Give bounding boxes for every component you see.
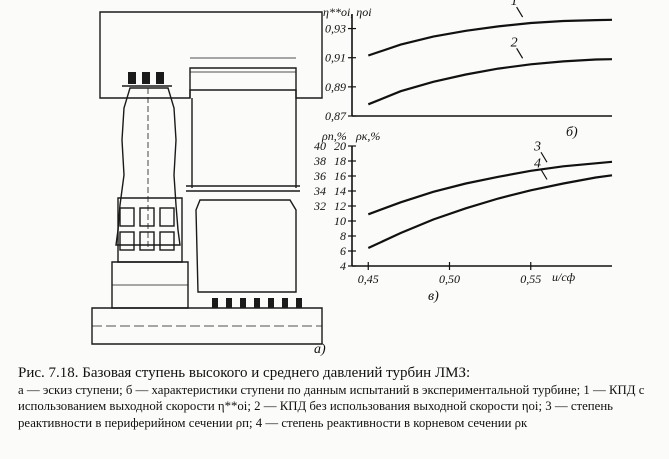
shroud-seal — [122, 72, 172, 87]
y-tick-label: 0,93 — [325, 22, 346, 36]
stage-sketch: а) — [91, 11, 326, 357]
y-axis-label: η**oi, ηoi — [323, 5, 372, 19]
y-tick-label-right: 14 — [334, 184, 346, 198]
figure-caption: Рис. 7.18. Базовая ступень высокого и ср… — [18, 365, 658, 431]
diaphragm-ring — [189, 89, 297, 98]
curve-group: 12 — [367, 0, 613, 106]
y-tick-label-left: 40 — [314, 139, 326, 153]
y-axis-label-left: ρп,% — [321, 129, 347, 143]
y-axis-label-right: ρк,% — [355, 129, 380, 143]
y-tick-label-left: 36 — [313, 169, 326, 183]
efficiency-curve-2 — [367, 58, 613, 106]
y-tick-label-right: 8 — [340, 229, 346, 243]
y-tick-label-left: 38 — [313, 154, 326, 168]
panel-label-v: в) — [428, 289, 439, 304]
curve-label-2: 2 — [511, 35, 518, 50]
y-tick-label-right: 4 — [340, 259, 346, 273]
curve-leader — [516, 6, 524, 18]
y-tick-label-right: 18 — [334, 154, 346, 168]
x-tick-label: 0,55 — [520, 272, 541, 286]
curve-label-4: 4 — [534, 157, 541, 172]
curve-leader — [540, 169, 548, 180]
y-tick-label-right: 12 — [334, 199, 346, 213]
x-axis-label: u/cф — [552, 270, 576, 284]
shaft-seal — [212, 298, 302, 308]
efficiency-chart: η**oi, ηoi 0,930,910,890,87 12 б) — [323, 0, 613, 140]
y-tick-label-right: 20 — [334, 139, 346, 153]
y-tick-label-right: 6 — [340, 244, 346, 258]
reaction-curve-3 — [367, 160, 613, 216]
y-tick-label-right: 10 — [334, 214, 346, 228]
curve-leader — [540, 151, 548, 163]
root-teeth — [119, 207, 175, 251]
reaction-chart: ρп,% ρк,% u/cф 2018161412108644038363432… — [313, 129, 613, 304]
y-tick-label-left: 34 — [313, 184, 326, 198]
diaphragm-body — [195, 199, 297, 293]
y-tick-group: 0,93 0,91 0,89 0,87 — [325, 22, 356, 123]
rotor-blade — [115, 87, 181, 246]
nozzle-blade — [191, 98, 297, 188]
x-tick-label: 0,50 — [439, 272, 460, 286]
caption-title: Рис. 7.18. Базовая ступень высокого и ср… — [18, 365, 471, 381]
panel-label-a: а) — [314, 342, 326, 357]
y-tick-label: 0,87 — [325, 109, 347, 123]
y-tick-label: 0,91 — [325, 51, 346, 65]
caption-body: а — эскиз ступени; б — характеристики ст… — [18, 383, 645, 430]
figure-artwork: а) η**oi, ηoi 0,930,910,890,87 12 б) ρп,… — [91, 0, 613, 357]
curve-label-1: 1 — [511, 0, 518, 9]
curve-label-3: 3 — [533, 139, 541, 154]
reaction-curve-4 — [367, 174, 613, 249]
panel-label-b: б) — [566, 125, 578, 140]
x-tick-label: 0,45 — [358, 272, 379, 286]
efficiency-curve-1 — [367, 18, 613, 57]
y-tick-label-right: 16 — [334, 169, 346, 183]
y-tick-label: 0,89 — [325, 80, 346, 94]
curve-group: 34 — [367, 139, 613, 249]
casing-outline — [99, 11, 323, 99]
curve-leader — [516, 47, 524, 59]
y-tick-label-left: 32 — [313, 199, 326, 213]
